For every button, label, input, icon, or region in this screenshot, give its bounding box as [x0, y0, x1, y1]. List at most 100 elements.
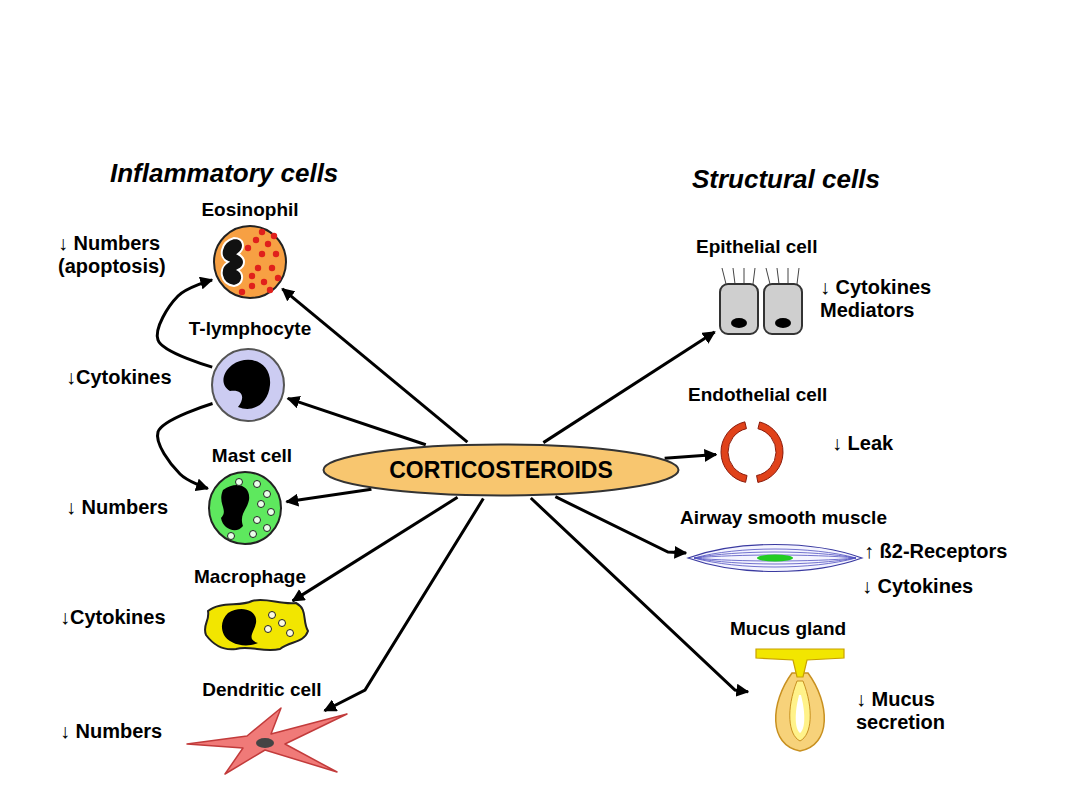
- arrow-connector: [282, 289, 467, 442]
- mast-cell: Mast cell↓ Numbers: [207, 470, 283, 546]
- cilium: [766, 268, 770, 284]
- arrow-connector: [288, 398, 426, 444]
- mast-cell-body: [209, 472, 281, 544]
- granule: [275, 275, 281, 281]
- vesicle: [279, 620, 286, 627]
- eosinophil-cell: Eosinophil↓ Numbers (apoptosis): [212, 224, 288, 300]
- granule: [249, 283, 255, 289]
- gland-duct: [756, 649, 844, 677]
- eosinophil-nucleus: [222, 238, 244, 286]
- cell-name: Mast cell: [177, 445, 327, 467]
- cell-illustration: [752, 645, 848, 753]
- dendritic-cell-body: [187, 708, 347, 774]
- cell-name: Dendritic cell: [172, 679, 352, 701]
- granule: [254, 517, 261, 524]
- endothelial-cell: Endothelial cell↓ Leak: [720, 420, 784, 484]
- cilium: [733, 268, 735, 284]
- cell-illustration: [207, 470, 283, 546]
- effect-text: ↑ ß2-Receptors: [864, 540, 1064, 563]
- effect-text: ↓ Numbers (apoptosis): [58, 232, 208, 278]
- mucus-core: [796, 695, 805, 733]
- drug-ellipse: CORTICOSTEROIDS: [322, 443, 680, 497]
- gland-body: [776, 673, 825, 751]
- granule: [258, 501, 265, 508]
- vesicle: [287, 630, 294, 637]
- cell-name: Airway smooth muscle: [680, 507, 970, 529]
- arrow-connector: [665, 455, 716, 459]
- granule: [239, 289, 245, 295]
- cilium: [744, 268, 745, 284]
- cell-illustration: [212, 224, 288, 300]
- lymphocyte-nucleus: [223, 360, 270, 409]
- granule: [264, 525, 271, 532]
- dendritic-cell: Dendritic cell↓ Numbers: [185, 704, 350, 776]
- cell-name: T-lymphocyte: [160, 318, 340, 340]
- drug-name: CORTICOSTEROIDS: [389, 457, 613, 484]
- epithelial-cell-body: [764, 284, 802, 334]
- cilium: [753, 268, 755, 284]
- cilium: [788, 268, 789, 284]
- effect-text: ↓ Mucus secretion: [856, 688, 996, 734]
- effect-text: ↓ Numbers: [66, 496, 206, 519]
- endothelial-wall: [721, 422, 747, 482]
- granule: [259, 251, 265, 257]
- epithelial-cell-body: [720, 284, 758, 334]
- dendritic-nucleus: [256, 738, 274, 748]
- granule: [255, 265, 261, 271]
- epithelial-cell: Epithelial cell↓ Cytokines Mediators: [718, 268, 804, 336]
- granule: [267, 287, 273, 293]
- granule: [249, 273, 255, 279]
- effect-text: ↓ Cytokines: [862, 575, 1032, 598]
- gland-lumen: [790, 681, 810, 741]
- cell-name: Mucus gland: [730, 618, 910, 640]
- cilium: [777, 268, 779, 284]
- vesicle: [269, 612, 276, 619]
- granule: [265, 241, 271, 247]
- effect-text: ↓Cytokines: [66, 366, 206, 389]
- granule: [245, 245, 251, 251]
- vesicle: [265, 626, 272, 633]
- granule: [269, 265, 275, 271]
- epithelial-nucleus: [775, 318, 791, 328]
- macrophage-body: [205, 600, 308, 650]
- granule: [273, 251, 279, 257]
- macrophage-nucleus: [222, 609, 258, 646]
- arrow-connector: [157, 404, 212, 489]
- cell-name: Eosinophil: [165, 199, 335, 221]
- arrow-connector: [325, 499, 484, 711]
- effect-text: ↓ Cytokines Mediators: [820, 276, 960, 322]
- cell-illustration: [688, 536, 862, 580]
- smooth-muscle-body: [688, 545, 862, 572]
- cell-illustration: [200, 597, 310, 652]
- section-heading: Inflammatory cells: [110, 158, 338, 189]
- lymphocyte-body: [212, 349, 284, 421]
- cell-illustration: [185, 704, 350, 776]
- endothelial-wall: [757, 422, 783, 482]
- effect-text: ↓ Numbers: [60, 720, 200, 743]
- arrow-connector: [293, 497, 458, 601]
- arrow-connector: [287, 489, 372, 502]
- granule: [259, 229, 265, 235]
- smooth-muscle-nucleus: [757, 555, 793, 562]
- cell-name: Epithelial cell: [696, 236, 886, 258]
- smooth-muscle-cell: Airway smooth muscle↑ ß2-Receptors↓ Cyto…: [688, 536, 862, 580]
- granule: [264, 491, 271, 498]
- drug-ellipse-shape: [324, 445, 679, 496]
- cell-name: Endothelial cell: [688, 384, 888, 406]
- cell-illustration: [210, 347, 286, 423]
- arrow-connector: [555, 497, 686, 553]
- effect-text: ↓ Leak: [832, 432, 942, 455]
- granule: [268, 509, 275, 516]
- cell-illustration: [720, 420, 784, 484]
- cell-illustration: [718, 268, 804, 336]
- mast-cell-nucleus: [221, 485, 249, 530]
- granule: [271, 233, 277, 239]
- granule: [236, 479, 243, 486]
- epithelial-nucleus: [731, 318, 747, 328]
- t-lymphocyte-cell: T-lymphocyte↓Cytokines: [210, 347, 286, 423]
- granule: [254, 481, 261, 488]
- eosinophil-body: [214, 226, 286, 298]
- granule: [261, 279, 267, 285]
- section-heading: Structural cells: [692, 164, 880, 195]
